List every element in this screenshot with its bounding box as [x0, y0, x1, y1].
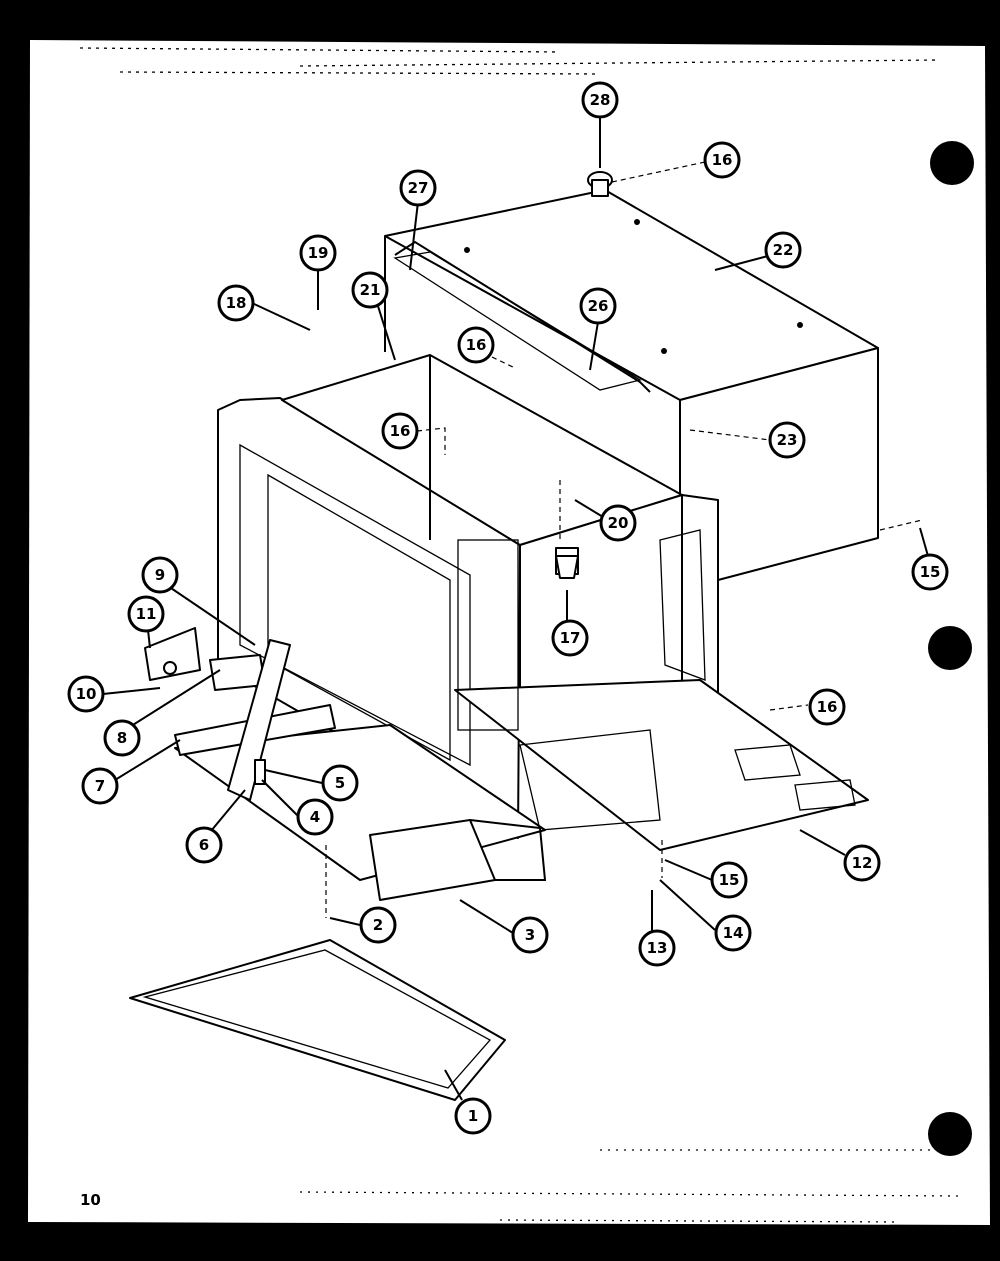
callout-label: 27: [408, 179, 429, 197]
callout-22: 22: [764, 231, 802, 269]
callout-label: 3: [525, 926, 535, 944]
callout-14: 14: [714, 914, 752, 952]
callout-label: 2: [373, 916, 383, 934]
binder-hole: [928, 1112, 972, 1156]
callout-23: 23: [768, 421, 806, 459]
callout-label: 15: [719, 871, 740, 889]
callout-label: 28: [590, 91, 611, 109]
callout-label: 15: [920, 563, 941, 581]
callout-label: 23: [777, 431, 798, 449]
callout-label: 16: [712, 151, 733, 169]
hinge-assembly: [144, 627, 336, 801]
callout-label: 20: [608, 514, 629, 532]
callout-9: 9: [141, 556, 179, 594]
callout-16d: 16: [808, 688, 846, 726]
callout-27: 27: [399, 169, 437, 207]
callout-label: 19: [308, 244, 329, 262]
callout-7: 7: [81, 767, 119, 805]
bottom-tray: [174, 724, 547, 901]
callout-label: 9: [155, 566, 165, 584]
callout-label: 17: [560, 629, 581, 647]
binder-hole: [930, 141, 974, 185]
callout-12: 12: [843, 844, 881, 882]
callout-label: 12: [852, 854, 873, 872]
callout-label: 26: [588, 297, 609, 315]
callout-label: 6: [199, 836, 209, 854]
callout-13: 13: [638, 929, 676, 967]
callout-4: 4: [296, 798, 334, 836]
callout-label: 7: [95, 777, 105, 795]
callout-16b: 16: [457, 326, 495, 364]
callout-label: 13: [647, 939, 668, 957]
callout-15a: 15: [710, 861, 748, 899]
callout-18: 18: [217, 284, 255, 322]
callout-17: 17: [551, 619, 589, 657]
page-number: 10: [80, 1191, 101, 1209]
leader-lines: [102, 112, 929, 1101]
callout-5: 5: [321, 764, 359, 802]
callout-6a: 6: [185, 826, 223, 864]
callout-19: 19: [299, 234, 337, 272]
callout-11: 11: [127, 595, 165, 633]
callout-label: 1: [468, 1107, 478, 1125]
callout-label: 8: [117, 729, 127, 747]
callout-label: 18: [226, 294, 247, 312]
callout-3: 3: [511, 916, 549, 954]
callout-28: 28: [581, 81, 619, 119]
callout-label: 22: [773, 241, 794, 259]
callout-1: 1: [454, 1097, 492, 1135]
callout-15b: 15: [911, 553, 949, 591]
callout-label: 16: [390, 422, 411, 440]
callout-16a: 16: [703, 141, 741, 179]
callout-label: 10: [76, 685, 97, 703]
binder-hole: [928, 626, 972, 670]
callout-label: 11: [136, 605, 157, 623]
callout-2: 2: [359, 906, 397, 944]
callout-16c: 16: [381, 412, 419, 450]
lamp-socket: [555, 547, 579, 579]
callout-21: 21: [351, 271, 389, 309]
callout-label: 16: [817, 698, 838, 716]
callout-label: 16: [466, 336, 487, 354]
callout-label: 14: [723, 924, 744, 942]
callout-26: 26: [579, 287, 617, 325]
tray-panel: [129, 939, 506, 1101]
callout-label: 4: [310, 808, 320, 826]
callout-20: 20: [599, 504, 637, 542]
callout-10: 10: [67, 675, 105, 713]
callout-8: 8: [103, 719, 141, 757]
outer-cabinet: [384, 189, 879, 591]
callout-label: 21: [360, 281, 381, 299]
callout-label: 5: [335, 774, 345, 792]
top-fitting: [587, 171, 613, 197]
